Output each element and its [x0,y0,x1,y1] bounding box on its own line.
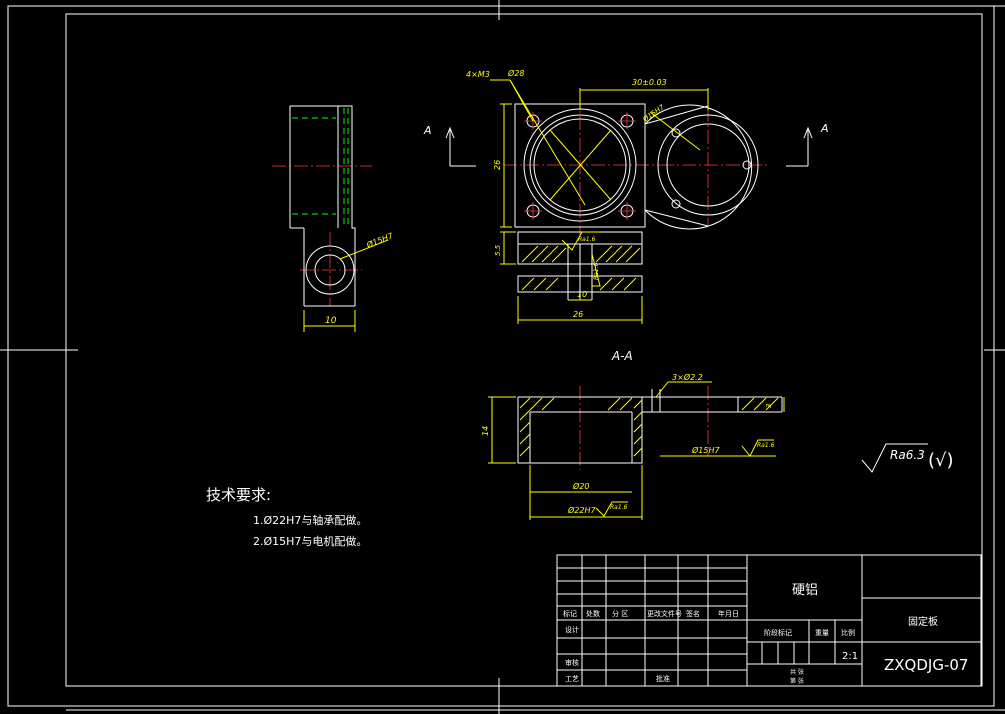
slot-10-label: 10 [577,290,587,299]
tb-sheet-no: 第 张 [790,677,804,685]
tb-weight: 重量 [815,629,829,637]
tb-row-design: 设计 [565,625,579,634]
tb-header-1: 处数 [586,609,600,618]
height-26-label: 26 [493,160,502,170]
center-dist-label: 30±0.03 [632,78,667,87]
section-aa-view: A-A [481,349,785,520]
section-aa-label: A-A [611,349,633,363]
section-arrow-left: A [423,124,432,137]
side-d15-label: Ø15H7 [364,230,395,250]
section-arrow-right: A [820,122,829,135]
tb-header-4: 签名 [686,609,700,618]
general-roughness: Ra6.3 (√) [861,443,954,473]
holes-3x-label: 3×Ø2.2 [672,372,703,382]
front-hatch [521,245,641,291]
front-view: 4×M3 Ø28 30±0.03 Ø15H7 26 [423,68,829,324]
tb-row-process: 工艺 [565,675,579,683]
tech-requirements: 技术要求: 1.Ø22H7与轴承配做。 2.Ø15H7与电机配做。 [206,486,367,548]
bore-d28-label: Ø28 [507,68,524,78]
tb-header-5: 年月日 [718,609,739,618]
general-roughness-paren: (√) [928,450,954,471]
side-width-10-label: 10 [325,316,337,326]
tb-part-name: 固定板 [908,615,938,628]
bore-d22-label: Ø22H7 [567,505,596,515]
tb-material: 硬铝 [792,583,818,598]
tb-sheet-total: 共 张 [790,668,804,676]
section-hatch [519,397,779,457]
holes-4xm3-label: 4×M3 [466,70,490,79]
tb-header-3: 更改文件号 [647,609,682,618]
depth-3-label: 3 [765,404,773,408]
title-block: 标记 处数 分 区 更改文件号 签名 年月日 设计 审核 工艺 批准 硬铝 阶段… [556,554,982,687]
side-view: Ø15H7 10 [272,105,395,332]
section-d15-label: Ø15H7 [691,445,720,455]
tb-ratio: 比例 [841,628,855,637]
tb-row-approve: 批准 [656,674,670,683]
tech-title: 技术要求: [206,486,271,504]
width-26-label: 26 [573,310,583,319]
tb-scale: 2:1 [842,651,858,662]
tech-item-1: 1.Ø22H7与轴承配做。 [253,513,367,527]
height-14-label: 14 [481,426,490,436]
front-rough-vert-label: Ra1.6 [593,262,600,280]
general-roughness-value: Ra6.3 [890,448,925,462]
tb-row-review: 审核 [565,658,579,667]
tb-header-2: 分 区 [612,609,628,618]
bore-d20-label: Ø20 [572,481,589,491]
tb-header-0: 标记 [563,609,577,618]
tech-item-2: 2.Ø15H7与电机配做。 [253,534,367,548]
section-rough-bottom: Ra1.6 [610,504,628,511]
small-5-5-label: 5.5 [494,244,502,256]
tb-stage-mark: 阶段标记 [764,628,792,637]
tb-drawing-no: ZXQDJG-07 [884,656,968,674]
front-rough-label: Ra1.6 [578,236,596,243]
section-rough-right: Ra1.6 [757,442,775,449]
